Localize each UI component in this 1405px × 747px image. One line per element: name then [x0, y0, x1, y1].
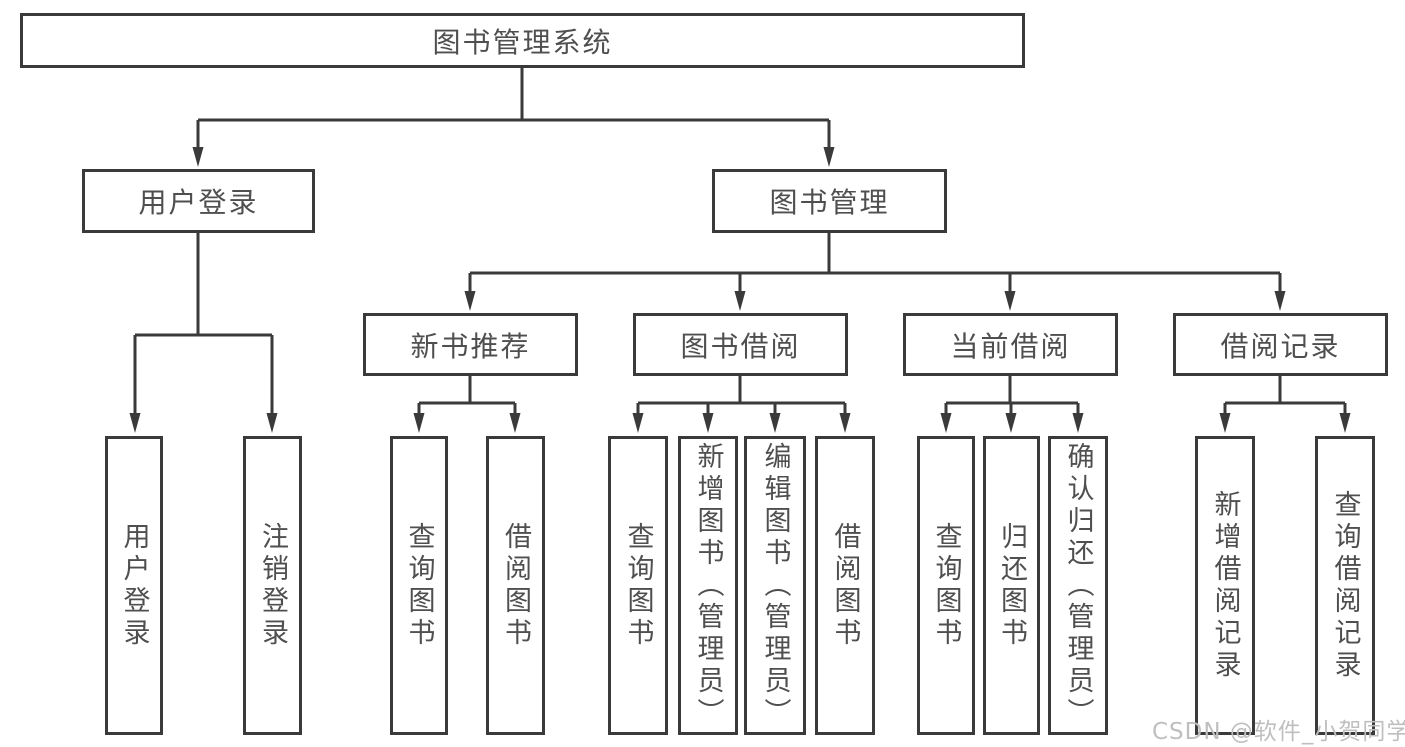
leaf-logout-label: 注销登录 [257, 521, 288, 650]
leaf-borrow-books-recommend: 借阅图书 [486, 436, 545, 735]
leaf-borrow-books-borrowing: 借阅图书 [815, 436, 875, 735]
node-user-login-label: 用户登录 [138, 186, 259, 219]
node-book-borrowing-label: 图书借阅 [680, 329, 801, 363]
leaf-borrow-books-recommend-label: 借阅图书 [500, 521, 531, 650]
node-library-system-label: 图书管理系统 [432, 25, 613, 59]
leaf-query-books-recommend: 查询图书 [390, 436, 448, 735]
connector-login-to-leaves [133, 233, 274, 416]
node-new-book-recommendation: 新书推荐 [363, 313, 578, 376]
leaf-query-books-borrowing-label: 查询图书 [622, 521, 654, 650]
leaf-borrow-books-borrowing-label: 借阅图书 [829, 521, 861, 650]
leaf-edit-book-admin-label: 编辑图书（管理员） [759, 441, 791, 730]
leaf-user-login-label: 用户登录 [118, 521, 150, 650]
node-book-management-label: 图书管理 [769, 186, 890, 219]
leaf-query-books-borrowing: 查询图书 [608, 436, 668, 735]
leaf-query-books-current: 查询图书 [917, 436, 975, 735]
leaf-add-book-admin: 新增图书（管理员） [678, 436, 738, 735]
leaf-add-borrow-record-label: 新增借阅记录 [1209, 489, 1241, 682]
arrowheads-leaves [129, 413, 1351, 433]
leaf-return-books-label: 归还图书 [996, 521, 1027, 650]
leaf-query-books-current-label: 查询图书 [930, 521, 962, 650]
connector-records-to-leaves [1223, 376, 1347, 416]
leaf-query-borrow-record-label: 查询借阅记录 [1329, 489, 1361, 682]
node-current-borrowing: 当前借阅 [903, 313, 1118, 376]
leaf-add-book-admin-label: 新增图书（管理员） [692, 441, 724, 730]
leaf-add-borrow-record: 新增借阅记录 [1195, 436, 1255, 735]
csdn-watermark: CSDN @软件_小贺同学 [1152, 719, 1405, 745]
node-user-login: 用户登录 [82, 169, 315, 233]
node-library-system: 图书管理系统 [20, 13, 1025, 68]
leaf-query-borrow-record: 查询借阅记录 [1315, 436, 1375, 735]
leaf-user-login: 用户登录 [105, 436, 163, 735]
connector-new-to-leaves [417, 376, 517, 416]
node-borrowing-records-label: 借阅记录 [1220, 329, 1341, 363]
connector-root-to-level2 [196, 68, 831, 150]
arrowheads-level3 [464, 291, 1286, 311]
leaf-query-books-recommend-label: 查询图书 [403, 521, 435, 650]
node-book-management: 图书管理 [712, 169, 947, 233]
connector-borrow-to-leaves [636, 376, 847, 416]
leaf-edit-book-admin: 编辑图书（管理员） [744, 436, 806, 735]
connector-mgmt-to-level3 [468, 233, 1282, 294]
leaf-confirm-return-admin-label: 确认归还（管理员） [1062, 441, 1094, 730]
node-book-borrowing: 图书借阅 [633, 313, 848, 376]
node-new-book-recommendation-label: 新书推荐 [410, 329, 531, 363]
leaf-logout: 注销登录 [243, 436, 302, 735]
leaf-return-books: 归还图书 [983, 436, 1040, 735]
connector-current-to-leaves [944, 376, 1080, 416]
node-current-borrowing-label: 当前借阅 [950, 329, 1071, 363]
arrowheads-level2 [192, 147, 835, 167]
leaf-confirm-return-admin: 确认归还（管理员） [1048, 436, 1108, 735]
node-borrowing-records: 借阅记录 [1173, 313, 1388, 376]
